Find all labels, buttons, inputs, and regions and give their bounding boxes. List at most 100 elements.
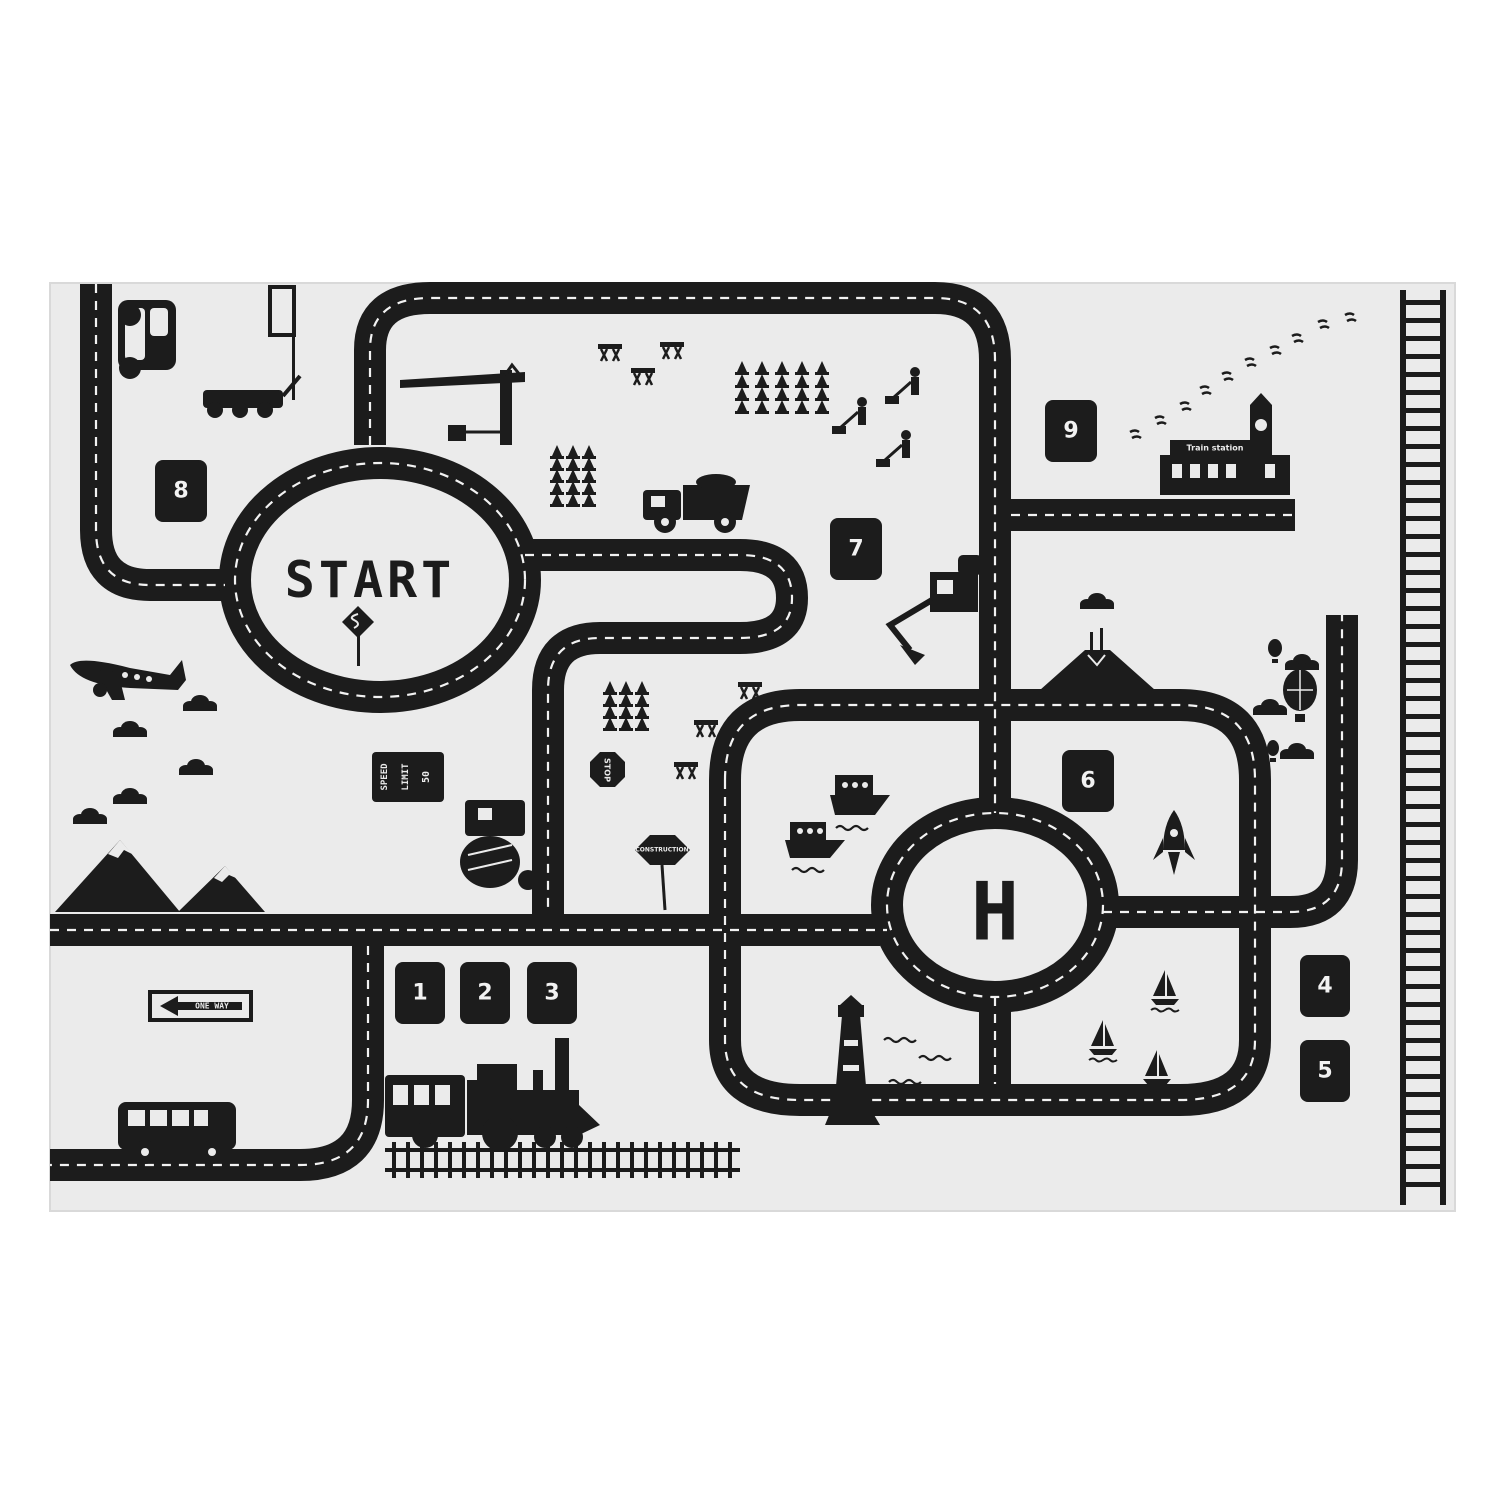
svg-text:3: 3 — [544, 981, 559, 1006]
rail-sleeper — [1400, 1056, 1446, 1061]
rail-sleeper — [420, 1142, 424, 1178]
rail-sleeper — [1400, 1128, 1446, 1133]
curve-sign-icon — [342, 606, 374, 666]
svg-text:5: 5 — [1317, 1059, 1332, 1084]
rail-sleeper — [588, 1142, 592, 1178]
svg-text:STOP: STOP — [603, 758, 612, 782]
rail-sleeper — [1400, 930, 1446, 935]
ship-icon — [785, 822, 845, 874]
tile-2: 2 — [460, 962, 510, 1024]
cement-mixer-icon — [460, 800, 538, 890]
rail-sleeper — [1400, 1182, 1446, 1187]
rail-sleeper — [1400, 750, 1446, 755]
tile-5: 5 — [1300, 1040, 1350, 1102]
rail-sleeper — [476, 1142, 480, 1178]
rail-sleeper — [1400, 534, 1446, 539]
rail-sleeper — [392, 1142, 396, 1178]
rail-sleeper — [1400, 588, 1446, 593]
rail-sleeper — [1400, 696, 1446, 701]
mountain-icons — [55, 840, 265, 912]
rail-sleeper — [1400, 1110, 1446, 1115]
rail-sleeper — [672, 1142, 676, 1178]
tile-7: 7 — [830, 518, 882, 580]
tile-8: 8 — [155, 460, 207, 522]
rail-sleeper — [1400, 1146, 1446, 1151]
tile-6: 6 — [1062, 750, 1114, 812]
rail-sleeper — [1400, 786, 1446, 791]
rail-sleeper — [1400, 516, 1446, 521]
rail-sleeper — [504, 1142, 508, 1178]
rail-sleeper — [1400, 642, 1446, 647]
rail-sleeper — [728, 1142, 732, 1178]
worker-icons — [832, 367, 920, 467]
helipad-label: H — [971, 866, 1019, 959]
start-label: START — [285, 551, 456, 609]
railway-horizontal — [385, 1142, 740, 1178]
train-icon — [385, 1038, 600, 1151]
rail-sleeper — [1400, 678, 1446, 683]
svg-text:SPEED: SPEED — [380, 763, 390, 791]
rail-sleeper — [1400, 570, 1446, 575]
rail-sleeper — [630, 1142, 634, 1178]
tile-3: 3 — [527, 962, 577, 1024]
number-tiles: 1 2 3 4 5 6 7 8 9 — [155, 400, 1350, 1102]
svg-text:4: 4 — [1317, 974, 1332, 999]
rail-sleeper — [1400, 822, 1446, 827]
rail-sleeper — [1400, 768, 1446, 773]
svg-text:LIMIT: LIMIT — [401, 763, 411, 791]
rail-sleeper — [1400, 894, 1446, 899]
rail-sleeper — [1400, 462, 1446, 467]
svg-text:7: 7 — [848, 537, 863, 562]
rail-sleeper — [602, 1142, 606, 1178]
rail-sleeper — [1400, 552, 1446, 557]
rail-sleeper — [1400, 624, 1446, 629]
rail-sleeper — [1400, 660, 1446, 665]
rail-sleeper — [448, 1142, 452, 1178]
tile-9: 9 — [1045, 400, 1097, 462]
rail-sleeper — [1400, 714, 1446, 719]
rail-sleeper — [1400, 300, 1446, 305]
tile-1: 1 — [395, 962, 445, 1024]
rail-sleeper — [1400, 912, 1446, 917]
dump-truck-icon — [643, 474, 750, 533]
rail-sleeper — [1400, 1092, 1446, 1097]
rail-sleeper — [1400, 804, 1446, 809]
airplane-icon — [70, 660, 186, 700]
svg-text:1: 1 — [412, 981, 427, 1006]
rail-sleeper — [560, 1142, 564, 1178]
svg-text:6: 6 — [1080, 769, 1095, 794]
lane-markings — [50, 284, 1344, 1167]
rail-sleeper — [686, 1142, 690, 1178]
rail-sleeper — [434, 1142, 438, 1178]
rail-sleeper — [658, 1142, 662, 1178]
rail-sleeper — [1400, 354, 1446, 359]
rail-sleeper — [532, 1142, 536, 1178]
rail-sleeper — [462, 1142, 466, 1178]
rail-sleeper — [1400, 390, 1446, 395]
bus-icon — [118, 1102, 236, 1164]
rail-sleeper — [1400, 858, 1446, 863]
svg-text:8: 8 — [173, 479, 188, 504]
svg-text:2: 2 — [477, 981, 492, 1006]
rail-sleeper — [1400, 606, 1446, 611]
rail-sleeper — [1400, 480, 1446, 485]
rail-sleeper — [700, 1142, 704, 1178]
rocket-icon — [1153, 810, 1195, 875]
tow-truck-icon — [203, 374, 302, 418]
svg-text:CONSTRUCTION: CONSTRUCTION — [635, 847, 688, 854]
road-sign-icon — [268, 285, 296, 400]
rail-sleeper — [1400, 318, 1446, 323]
lighthouse-icon — [825, 995, 880, 1125]
rail-sleeper — [1400, 1020, 1446, 1025]
crane-icon — [400, 362, 525, 445]
rail-sleeper — [1400, 876, 1446, 881]
train-station-icon: Train station — [1160, 393, 1290, 495]
one-way-sign: ONE WAY — [148, 990, 253, 1022]
tile-4: 4 — [1300, 955, 1350, 1017]
rail-sleeper — [546, 1142, 550, 1178]
rail-sleeper — [1400, 732, 1446, 737]
svg-text:50: 50 — [421, 771, 432, 783]
rail-sleeper — [1400, 426, 1446, 431]
rail-sleeper — [1400, 1038, 1446, 1043]
